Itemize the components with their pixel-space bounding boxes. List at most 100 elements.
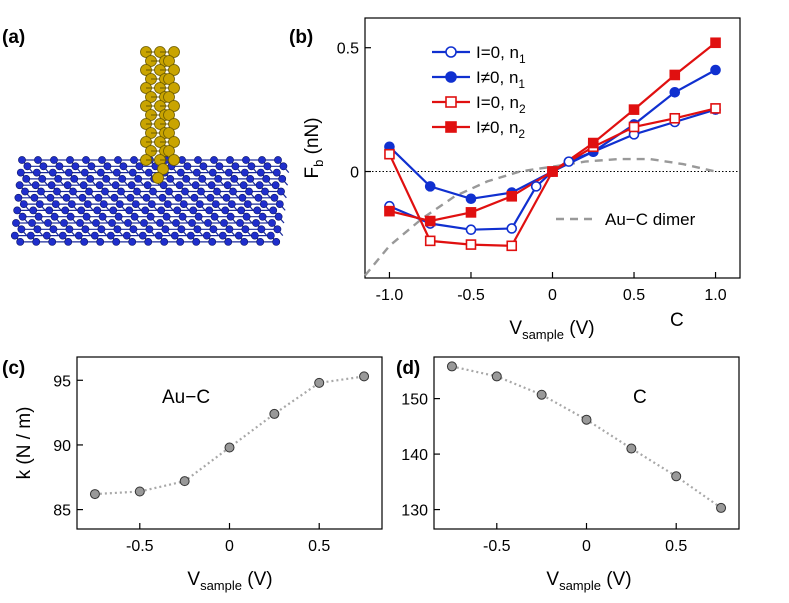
carbon-atom [210,156,218,164]
x-tick-label: 1.0 [704,287,726,304]
carbon-atom [115,200,124,208]
carbon-atom [239,181,248,190]
dimer-dashed-curve [364,157,716,277]
carbon-atom [112,168,121,177]
carbon-atom [64,168,73,177]
legend-label-sub: 2 [519,102,526,116]
carbon-atom [135,162,144,171]
carbon-atom [146,212,155,221]
carbon-atom [122,231,131,240]
x-tick-label: 0.5 [665,538,687,555]
carbon-atom [130,156,138,164]
carbon-atom [270,193,279,202]
gold-atom [163,127,175,139]
carbon-atom [259,200,268,208]
gold-nanowire-illustration [140,46,180,184]
annotation-au-c: Au−C [162,387,210,408]
carbon-atom [60,219,68,227]
carbon-atom [246,174,255,183]
carbon-atom [275,200,284,208]
carbon-atom [186,231,195,240]
carbon-atom [96,237,105,246]
series-line-3 [389,41,717,223]
data-point [179,476,190,487]
carbon-atom [141,206,150,215]
legend-label-sub: 1 [519,52,526,66]
carbon-atom [172,219,180,227]
carbon-atom [64,237,73,246]
carbon-atom [82,212,91,221]
gold-atom [168,46,180,58]
carbon-atom [242,212,251,221]
carbon-atom [114,212,123,221]
carbon-atom [266,231,275,240]
carbon-atom [220,219,228,227]
data-point [669,86,681,98]
carbon-atom [74,231,83,240]
carbon-atom [12,219,20,227]
panel-label-c: (c) [2,358,25,379]
carbon-atom [227,200,236,208]
carbon-atom [130,212,139,221]
carbon-atom [129,225,138,234]
data-point [710,103,721,114]
carbon-atom [272,237,281,246]
legend-label-main: I≠0, n [476,68,518,87]
carbon-atom [195,200,204,208]
carbon-atom [61,206,70,215]
carbon-atom [250,231,259,240]
carbon-atom [279,162,288,171]
data-point [446,361,457,372]
gold-atom [168,136,180,148]
carbon-atom [197,187,205,196]
data-point [628,104,640,115]
carbon-atom [166,174,175,183]
carbon-atom [13,206,22,215]
carbon-atom [222,193,231,202]
gold-atom [168,82,180,94]
dotted-trend-line [451,365,722,509]
carbon-atom [54,174,63,183]
carbon-atom [111,181,120,190]
carbon-atom [112,237,121,246]
x-axis-label-main: V [187,569,200,590]
carbon-atom [236,219,244,227]
carbon-atom [48,237,57,246]
carbon-atom [174,193,183,202]
carbon-atom [176,237,185,246]
carbon-atom [16,237,25,246]
carbon-atom [96,168,105,177]
carbon-atom [46,193,55,202]
data-point [424,181,436,192]
carbon-atom [102,174,111,183]
carbon-atom [71,162,80,171]
y-tick-label: 0 [350,165,359,182]
plot-frame [433,356,740,530]
carbon-atom [131,200,140,208]
carbon-atom [238,193,247,202]
carbon-atom [173,206,182,215]
carbon-atom [92,219,100,227]
carbon-atom [133,187,141,196]
carbon-atom [78,193,87,202]
data-point [465,224,477,236]
data-point [563,156,575,167]
legend-label-main: I≠0, n [476,118,518,137]
carbon-atom [38,174,47,183]
x-tick-label: -1.0 [376,287,404,304]
x-tick-label: -0.5 [483,538,511,555]
series-lines [364,41,740,277]
carbon-atom [99,200,108,208]
carbon-atom [253,206,262,215]
carbon-atom [165,187,173,196]
carbon-atom [240,168,249,177]
carbon-atom [42,231,51,240]
legend-label: I=0, n2 [476,93,526,116]
carbon-atom [274,212,283,221]
carbon-atom [273,225,282,234]
carbon-atom [117,187,125,196]
carbon-atom [204,219,212,227]
carbon-atom [257,225,266,234]
carbon-atom [181,187,189,196]
